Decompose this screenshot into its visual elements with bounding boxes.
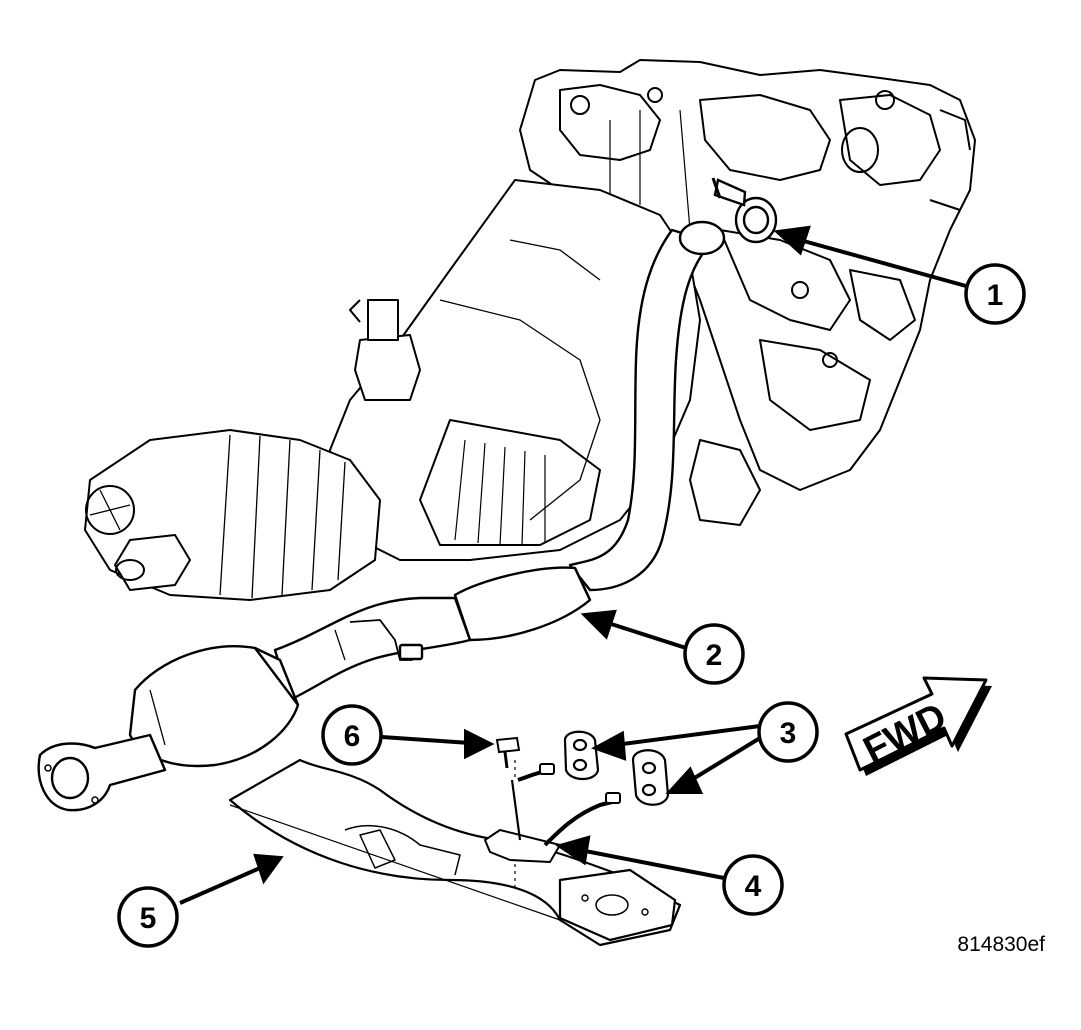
callout-3-label: 3	[780, 717, 797, 750]
forward-direction-arrow: FWD	[844, 676, 992, 776]
front-exhaust-pipe	[37, 220, 726, 812]
transmission-crossmember	[228, 758, 682, 947]
transmission-assembly	[84, 179, 701, 601]
callout-6: 6	[321, 704, 383, 766]
mounting-bolt	[495, 736, 521, 769]
callout-5: 5	[117, 886, 179, 948]
callout-5-label: 5	[140, 902, 157, 935]
callout-2-label: 2	[706, 639, 723, 672]
exhaust-isolator-rear	[631, 749, 670, 806]
exhaust-clamp	[711, 177, 778, 244]
figure-id: 814830ef	[957, 933, 1045, 956]
pipe-flange-ring	[678, 220, 726, 256]
callout-6-label: 6	[344, 720, 361, 753]
callout-1: 1	[964, 263, 1026, 325]
callout-2: 2	[683, 623, 745, 685]
callout-4: 4	[722, 854, 784, 916]
callout-4-label: 4	[745, 870, 762, 903]
exhaust-hanger-bracket	[484, 760, 621, 863]
callout-1-label: 1	[987, 279, 1004, 312]
callout-leaders	[179, 225, 967, 905]
callout-3: 3	[757, 701, 819, 763]
engine-assembly	[519, 59, 976, 526]
exhaust-isolator-front	[563, 730, 600, 781]
